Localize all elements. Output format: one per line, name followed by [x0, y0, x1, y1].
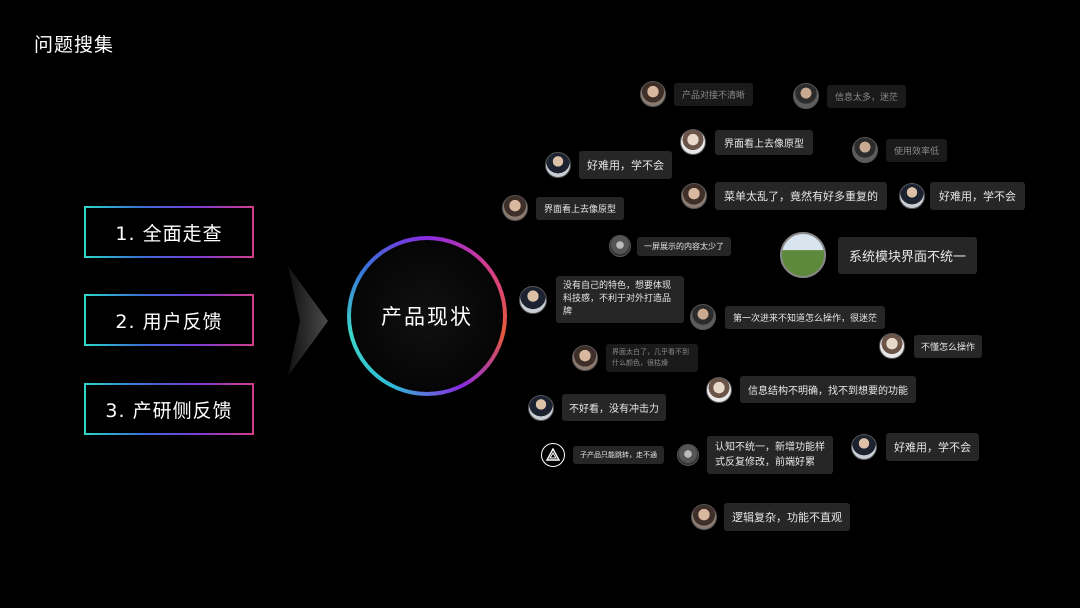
user-avatar: [640, 81, 666, 107]
feedback-text: 认知不统一，新增功能样式反复修改，前端好累: [707, 436, 833, 474]
feedback-text: 逻辑复杂，功能不直观: [724, 503, 850, 531]
user-avatar: [545, 152, 571, 178]
feedback-item: 好难用，学不会: [545, 151, 672, 179]
feedback-item: 系统模块界面不统一: [780, 232, 978, 278]
feedback-item: 菜单太乱了，竟然有好多重复的: [681, 182, 887, 210]
feedback-text: 子产品只能跳转，走不通: [573, 446, 664, 464]
feedback-text: 界面看上去像原型: [536, 196, 625, 220]
feedback-text: 菜单太乱了，竟然有好多重复的: [715, 182, 887, 210]
feedback-item: 不好看，没有冲击力: [528, 394, 666, 421]
feedback-item: 子产品只能跳转，走不通: [541, 443, 664, 467]
feedback-text: 不好看，没有冲击力: [562, 394, 666, 421]
feedback-item: 界面看上去像原型: [502, 195, 625, 221]
user-avatar: [519, 285, 547, 314]
page-title: 问题搜集: [34, 34, 115, 56]
feedback-text: 产品对接不清晰: [674, 82, 754, 106]
feedback-text: 使用效率低: [886, 138, 948, 162]
feedback-item: 不懂怎么操作: [879, 333, 983, 359]
feedback-text: 信息太多，迷茫: [827, 84, 907, 108]
user-avatar: [677, 444, 699, 466]
user-avatar: [681, 183, 707, 209]
user-avatar: [879, 333, 905, 359]
user-avatar: [680, 129, 706, 155]
feedback-text: 界面看上去像原型: [715, 129, 813, 155]
feedback-text: 信息结构不明确，找不到想要的功能: [740, 376, 916, 403]
feedback-text: 一屏展示的内容太少了: [637, 236, 731, 256]
step-rd-feedback: 3. 产研侧反馈: [84, 383, 254, 435]
step-user-feedback: 2. 用户反馈: [84, 294, 254, 346]
user-avatar: [706, 376, 732, 403]
feedback-text: 不懂怎么操作: [914, 334, 983, 358]
user-avatar: [528, 394, 554, 421]
triangle-logo-icon: [546, 448, 560, 461]
arrow-icon: [288, 266, 328, 376]
user-avatar: [852, 137, 878, 163]
user-avatar: [502, 195, 528, 221]
feedback-item: 逻辑复杂，功能不直观: [691, 503, 850, 531]
feedback-item: 界面太白了，几乎看不到什么颜色，很枯燥: [572, 344, 698, 372]
feedback-text: 没有自己的特色，想要体现科技感，不利于对外打造品牌: [556, 276, 684, 323]
feedback-item: 一屏展示的内容太少了: [609, 235, 731, 257]
step-full-walkthrough: 1. 全面走查: [84, 206, 254, 258]
feedback-text: 好难用，学不会: [930, 182, 1025, 210]
user-avatar: [691, 504, 717, 530]
feedback-text: 第一次进来不知道怎么操作，很迷茫: [725, 305, 886, 329]
user-avatar: [690, 304, 716, 330]
feedback-item: 第一次进来不知道怎么操作，很迷茫: [690, 304, 886, 330]
feedback-item: 信息结构不明确，找不到想要的功能: [706, 376, 916, 403]
feedback-item: 认知不统一，新增功能样式反复修改，前端好累: [677, 436, 833, 474]
feedback-text: 系统模块界面不统一: [838, 236, 978, 274]
feedback-item: 使用效率低: [852, 137, 948, 163]
center-label: 产品现状: [351, 240, 503, 392]
feedback-item: 界面看上去像原型: [680, 129, 813, 155]
feedback-text: 好难用，学不会: [886, 433, 979, 461]
feedback-text: 好难用，学不会: [579, 151, 672, 179]
logo-avatar: [541, 443, 565, 467]
user-avatar: [609, 235, 631, 257]
user-avatar: [793, 83, 819, 109]
feedback-item: 信息太多，迷茫: [793, 83, 907, 109]
feedback-text: 界面太白了，几乎看不到什么颜色，很枯燥: [606, 344, 698, 372]
center-ring: 产品现状: [347, 236, 507, 396]
user-avatar: [851, 434, 877, 460]
feedback-item: 好难用，学不会: [851, 433, 979, 461]
user-avatar: [572, 345, 598, 371]
feedback-item: 没有自己的特色，想要体现科技感，不利于对外打造品牌: [519, 276, 684, 323]
feedback-item: 产品对接不清晰: [640, 81, 754, 107]
user-avatar: [899, 183, 925, 209]
feedback-item: 好难用，学不会: [899, 182, 1025, 210]
user-avatar: [780, 232, 826, 278]
